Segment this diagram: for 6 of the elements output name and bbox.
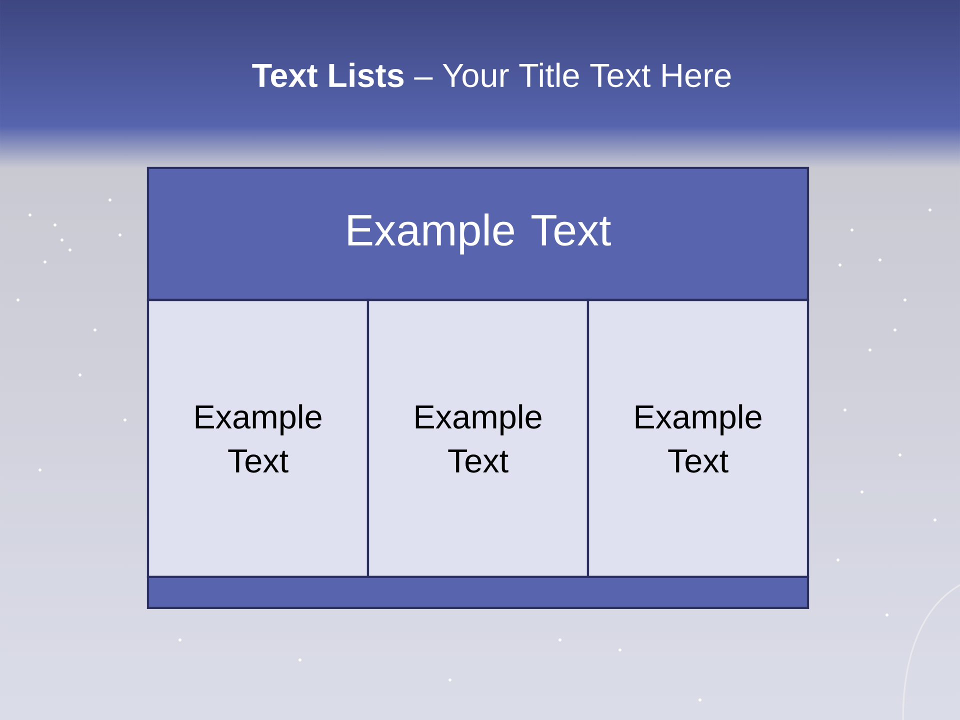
text-box: Example Text [146,298,370,578]
text-box: Example Text [366,298,590,578]
text-box: Example Text [586,298,810,578]
footer-bar [146,576,810,610]
slide-title: Text Lists – Your Title Text Here [252,62,731,88]
header-box: Example Text [146,166,810,302]
